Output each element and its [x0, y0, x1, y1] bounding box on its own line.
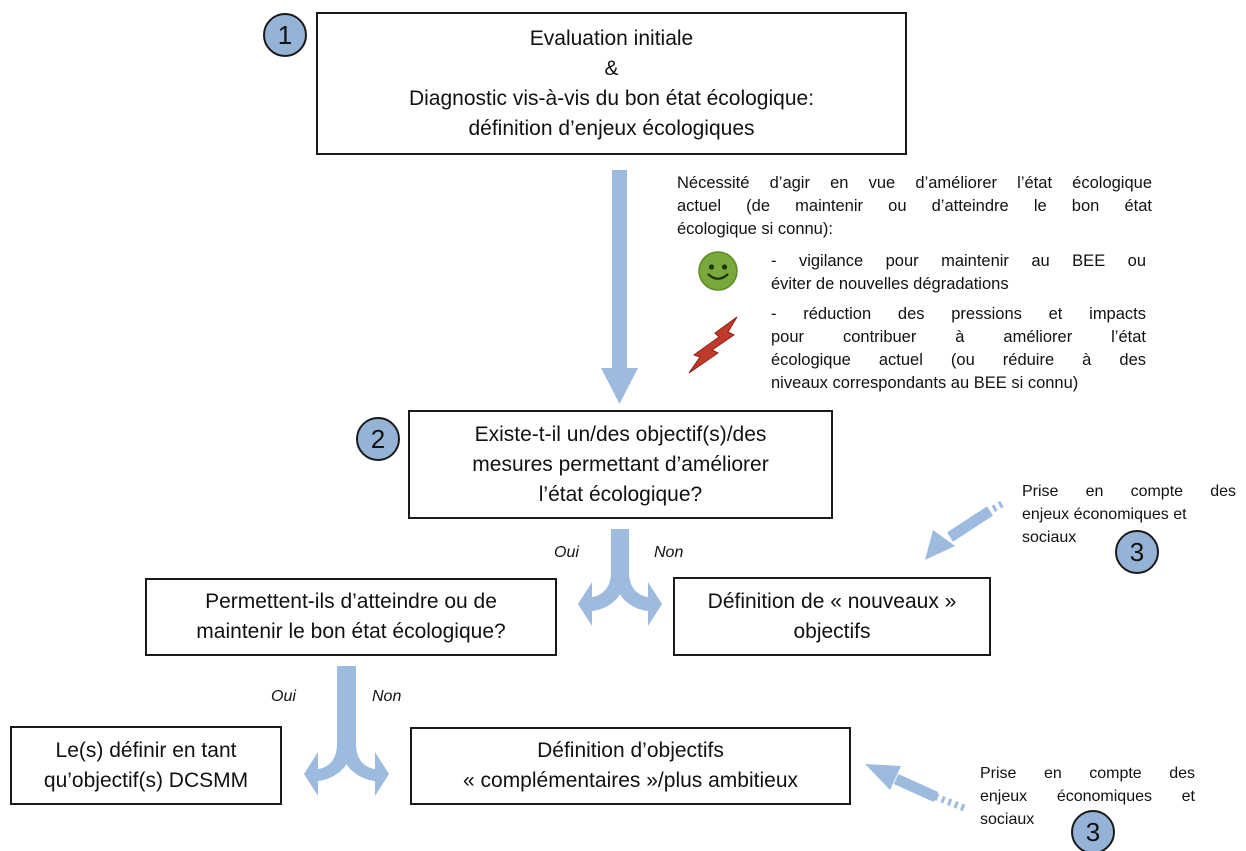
box-question-line-1: Existe-t-il un/des objectif(s)/des [474, 422, 767, 446]
diagonal-arrow-lower [865, 764, 966, 812]
box-definir-line-2: qu’objectif(s) DCSMM [43, 768, 249, 792]
box-objectifs-complementaires: Définition d’objectifs « complémentaires… [410, 727, 851, 805]
box-permettent: Permettent-ils d’atteindre ou de mainten… [145, 578, 557, 656]
box-complementaires-line-2: « complémentaires »/plus ambitieux [463, 769, 798, 792]
split-arrow-upper [578, 529, 662, 626]
diagonal-arrow-upper [925, 500, 1004, 560]
box-initial-line-3: Diagnostic vis-à-vis du bon état écologi… [408, 86, 815, 110]
split-arrow-lower [304, 666, 389, 796]
step-badge-3-upper: 3 [1115, 530, 1159, 574]
lightning-icon [688, 316, 738, 374]
box-complementaires-line-1: Définition d’objectifs [537, 739, 724, 762]
note-reduction: - réduction des pressions et impacts pou… [771, 303, 1146, 395]
box-question-line-3: l’état écologique? [538, 482, 703, 506]
down-arrow [601, 170, 638, 404]
note-reduction-line-3: écologique actuel (ou réduire à des [771, 351, 1146, 369]
box-initial-line-1: Evaluation initiale [529, 26, 694, 50]
box-question-line-2: mesures permettant d’améliorer [472, 452, 769, 476]
prise-upper-line-3: sociaux [1022, 529, 1077, 546]
step-badge-1: 1 [263, 13, 307, 57]
note-vigilance-line-2: éviter de nouvelles dégradations [771, 275, 1009, 293]
box-initial-line-4: définition d’enjeux écologiques [468, 116, 755, 140]
oui-label-upper: Oui [554, 544, 579, 561]
prise-en-compte-lower: Prise en compte des enjeux économiques e… [980, 762, 1195, 831]
box-question: Existe-t-il un/des objectif(s)/des mesur… [408, 410, 833, 519]
non-label-lower: Non [372, 688, 402, 705]
step-badge-3-lower: 3 [1071, 810, 1115, 851]
prise-lower-line-3: sociaux [980, 811, 1035, 828]
non-label-upper: Non [654, 544, 684, 561]
box-nouveaux-line-2: objectifs [793, 619, 871, 643]
box-definir-dcsmm: Le(s) définir en tant qu’objectif(s) DCS… [10, 726, 282, 805]
note-reduction-line-4: niveaux correspondants au BEE si connu) [771, 374, 1079, 392]
box-permettent-line-2: maintenir le bon état écologique? [196, 620, 506, 643]
box-definir-line-1: Le(s) définir en tant [55, 738, 237, 762]
note-intro: Nécessité d’agir en vue d’améliorer l’ét… [677, 172, 1152, 241]
note-reduction-line-1: - réduction des pressions et impacts [771, 305, 1146, 323]
note-intro-line-2: actuel (de maintenir ou d’atteindre le b… [677, 197, 1152, 215]
note-vigilance-line-1: - vigilance pour maintenir au BEE ou [771, 252, 1146, 270]
prise-upper-line-1: Prise en compte des [1022, 483, 1236, 500]
box-nouveaux-line-1: Définition de « nouveaux » [707, 589, 957, 613]
prise-en-compte-upper: Prise en compte des enjeux économiques e… [1022, 480, 1236, 549]
oui-label-lower: Oui [271, 688, 296, 705]
note-reduction-line-2: pour contribuer à améliorer l’état [771, 328, 1146, 346]
note-intro-line-3: écologique si connu): [677, 220, 833, 238]
prise-upper-line-2: enjeux économiques et [1022, 506, 1187, 523]
note-intro-line-1: Nécessité d’agir en vue d’améliorer l’ét… [677, 174, 1152, 192]
note-vigilance: - vigilance pour maintenir au BEE ou évi… [771, 250, 1146, 296]
box-initial-line-2: & [604, 56, 619, 80]
box-initial-evaluation: Evaluation initiale & Diagnostic vis-à-v… [316, 12, 907, 155]
prise-lower-line-1: Prise en compte des [980, 765, 1195, 782]
box-permettent-line-1: Permettent-ils d’atteindre ou de [205, 590, 497, 613]
box-nouveaux-objectifs: Définition de « nouveaux » objectifs [673, 577, 991, 656]
step-badge-2: 2 [356, 417, 400, 461]
smiley-icon [698, 251, 738, 291]
prise-lower-line-2: enjeux économiques et [980, 788, 1195, 805]
